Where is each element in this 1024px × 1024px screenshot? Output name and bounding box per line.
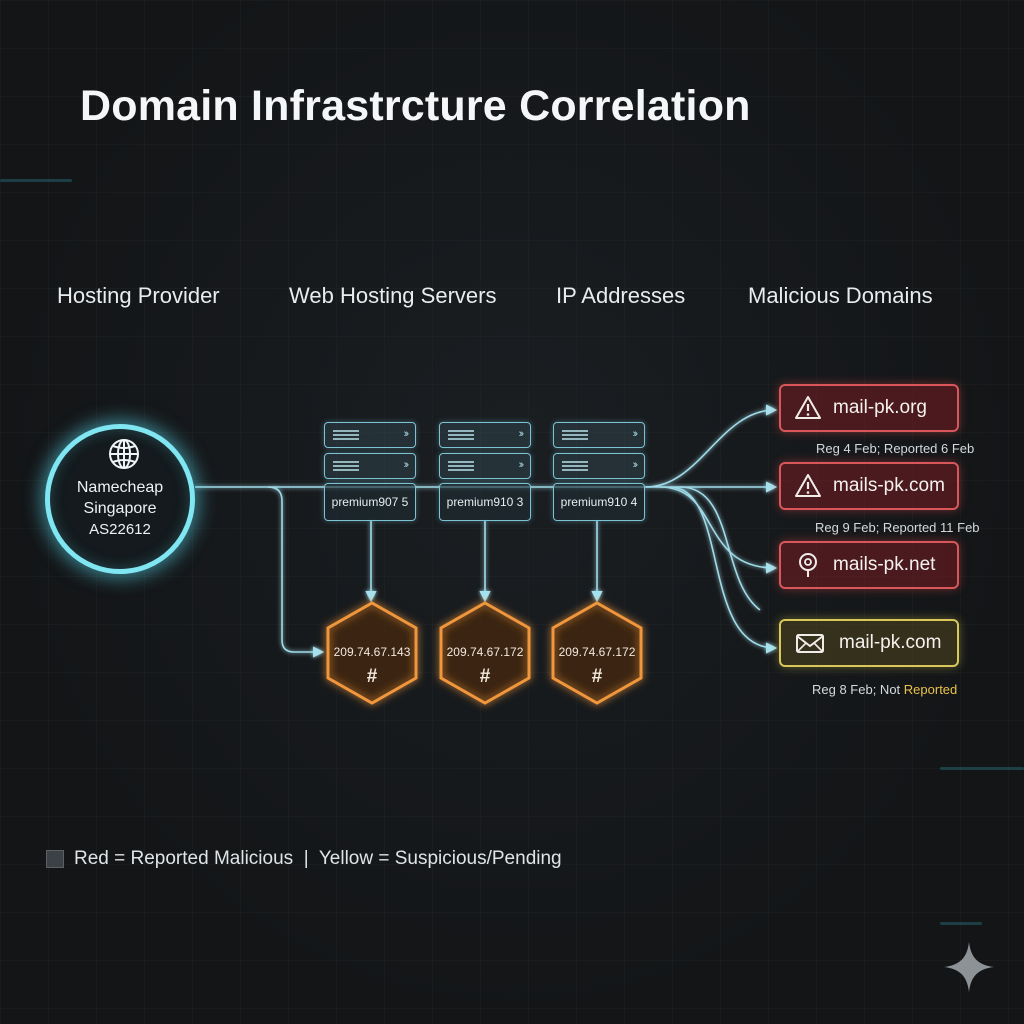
domain-meta: Reg 4 Feb; Reported 6 Feb	[816, 441, 975, 456]
server-label: premium910 4	[553, 483, 645, 521]
globe-icon	[109, 439, 139, 469]
warning-icon	[795, 396, 821, 419]
connector-domain-1	[645, 404, 778, 488]
column-header-ips: IP Addresses	[556, 283, 686, 308]
domain-meta-accent: Reported	[903, 682, 958, 697]
decor-line	[0, 179, 72, 182]
server-rack-icon: ››	[439, 422, 531, 448]
domain-name: mail-pk.org	[833, 397, 927, 418]
hash-icon: #	[366, 666, 378, 687]
ip-hexagon-3[interactable]	[551, 601, 643, 705]
domain-name: mails-pk.com	[833, 475, 945, 496]
legend-text: Red = Reported Malicious | Yellow = Susp…	[74, 848, 562, 869]
decor-line	[940, 922, 982, 925]
domain-card-mails-pk-com[interactable]: mails-pk.com	[779, 462, 959, 510]
domain-name: mails-pk.net	[833, 554, 936, 575]
provider-asn: AS22612	[89, 521, 151, 538]
location-pin-icon	[799, 553, 817, 577]
server-rack-icon: ››	[324, 422, 416, 448]
ip-address: 209.74.67.172	[558, 645, 636, 659]
domain-name: mail-pk.com	[839, 632, 942, 653]
column-header-provider: Hosting Provider	[57, 283, 220, 308]
connector-domain-4	[669, 486, 778, 654]
server-label: premium910 3	[439, 483, 531, 521]
legend-swatch	[46, 850, 64, 868]
mail-icon	[796, 634, 824, 653]
hash-icon: #	[479, 666, 491, 687]
domain-meta: Reg 9 Feb; Reported 11 Feb	[815, 520, 980, 535]
domain-card-mail-pk-com[interactable]: mail-pk.com	[779, 619, 959, 667]
server-rack-icon: ››	[553, 422, 645, 448]
domain-card-mails-pk-net[interactable]: mails-pk.net	[779, 541, 959, 589]
domain-card-mail-pk-org[interactable]: mail-pk.org	[779, 384, 959, 432]
ip-address: 209.74.67.143	[333, 645, 411, 659]
provider-location: Singapore	[83, 500, 157, 517]
decor-line	[940, 767, 1024, 770]
server-label: premium907 5	[324, 483, 416, 521]
column-header-domains: Malicious Domains	[748, 283, 933, 308]
hash-icon: #	[591, 666, 603, 687]
ip-address: 209.74.67.172	[446, 645, 524, 659]
server-rack-icon: ››	[553, 453, 645, 479]
sparkle-star-icon	[944, 942, 994, 992]
hosting-provider-node[interactable]: Namecheap Singapore AS22612	[45, 424, 195, 574]
warning-icon	[795, 474, 821, 497]
connector-domain-3	[659, 486, 778, 574]
server-rack-icon: ››	[324, 453, 416, 479]
connector-domain-aux	[679, 486, 761, 611]
page-title: Domain Infrastrcture Correlation	[80, 82, 751, 130]
ip-hexagon-1[interactable]	[326, 601, 418, 705]
server-rack-icon: ››	[439, 453, 531, 479]
ip-hexagon-2[interactable]	[439, 601, 531, 705]
legend: Red = Reported Malicious | Yellow = Susp…	[46, 848, 562, 870]
column-header-servers: Web Hosting Servers	[289, 283, 497, 308]
domain-meta-prefix: Reg 8 Feb; Not	[812, 682, 904, 697]
provider-name: Namecheap	[76, 479, 164, 496]
domain-meta: Reg 8 Feb; Not Reported	[812, 682, 957, 697]
